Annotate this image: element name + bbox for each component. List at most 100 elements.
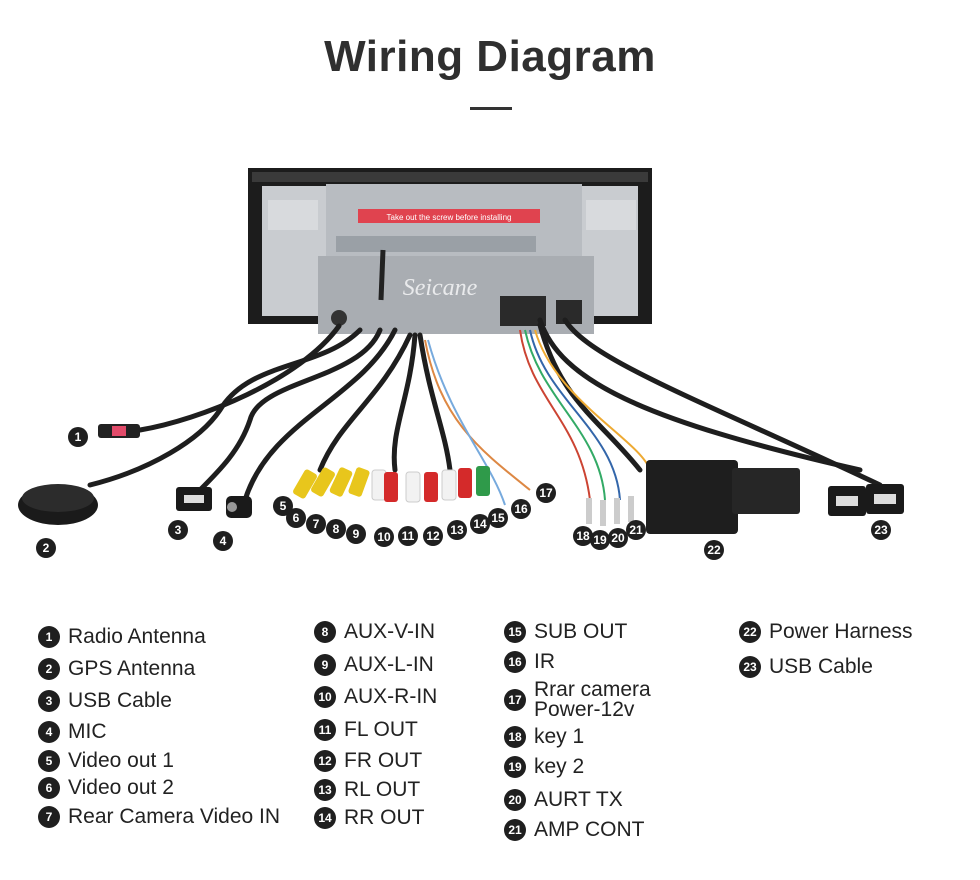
callout-19: 19 bbox=[590, 530, 610, 550]
legend-number-badge: 19 bbox=[504, 756, 526, 778]
legend-item-10: 10 AUX-R-IN bbox=[314, 686, 437, 708]
callout-number: 19 bbox=[593, 533, 607, 547]
legend-number-badge: 13 bbox=[314, 779, 336, 801]
callout-number: 13 bbox=[450, 523, 464, 537]
callout-5: 5 bbox=[273, 496, 293, 516]
legend-number-badge: 3 bbox=[38, 690, 60, 712]
callout-number: 10 bbox=[377, 530, 391, 544]
legend-number-badge: 18 bbox=[504, 726, 526, 748]
legend-label: USB Cable bbox=[769, 655, 873, 678]
legend-number-badge: 6 bbox=[38, 777, 60, 799]
legend-number-badge: 20 bbox=[504, 789, 526, 811]
callout-number: 18 bbox=[576, 529, 590, 543]
legend-label: AUX-V-IN bbox=[344, 620, 436, 643]
callout-number: 21 bbox=[629, 523, 643, 537]
cables bbox=[87, 317, 883, 503]
callout-16: 16 bbox=[511, 499, 531, 519]
watermark-text: Seicane bbox=[403, 275, 478, 301]
legend-item-23: 23 USB Cable bbox=[739, 656, 873, 678]
callout-23: 23 bbox=[871, 520, 891, 540]
legend-item-9: 9 AUX-L-IN bbox=[314, 654, 434, 676]
legend-number-badge: 16 bbox=[504, 651, 526, 673]
legend-number-badge: 17 bbox=[504, 689, 526, 711]
legend-label: GPS Antenna bbox=[68, 657, 196, 680]
wiring-illustration: Take out the screw before installing Sei… bbox=[18, 168, 904, 560]
legend-label: FR OUT bbox=[344, 749, 423, 772]
legend-item-11: 11 FL OUT bbox=[314, 719, 418, 741]
warning-sticker bbox=[358, 209, 540, 223]
callout-number: 9 bbox=[353, 527, 360, 541]
callout-number: 5 bbox=[280, 499, 287, 513]
legend-number-badge: 1 bbox=[38, 626, 60, 648]
legend-item-14: 14 RR OUT bbox=[314, 807, 425, 829]
legend-label: AMP CONT bbox=[534, 818, 645, 841]
head-unit: Take out the screw before installing Sei… bbox=[248, 168, 652, 334]
callout-number: 20 bbox=[611, 531, 625, 545]
legend-label: SUB OUT bbox=[534, 620, 628, 643]
legend-label: AUX-L-IN bbox=[344, 653, 434, 676]
legend-number-badge: 23 bbox=[739, 656, 761, 678]
legend-label: FL OUT bbox=[344, 718, 418, 741]
callout-number: 3 bbox=[175, 523, 182, 537]
legend-label: AURT TX bbox=[534, 788, 623, 811]
harness-wires bbox=[424, 329, 651, 506]
callout-number: 7 bbox=[313, 517, 320, 531]
legend-label: Radio Antenna bbox=[68, 625, 206, 648]
callout-number: 4 bbox=[220, 534, 227, 548]
legend-item-20: 20 AURT TX bbox=[504, 789, 623, 811]
callout-15: 15 bbox=[488, 508, 508, 528]
callout-22: 22 bbox=[704, 540, 724, 560]
callout-4: 4 bbox=[213, 531, 233, 551]
legend-label: key 2 bbox=[534, 755, 585, 778]
legend-item-21: 21 AMP CONT bbox=[504, 819, 644, 841]
legend-item-2: 2 GPS Antenna bbox=[38, 658, 195, 680]
callout-number: 17 bbox=[539, 486, 553, 500]
legend-number-badge: 14 bbox=[314, 807, 336, 829]
legend-number-badge: 11 bbox=[314, 719, 336, 741]
legend-number-badge: 21 bbox=[504, 819, 526, 841]
page-title: Wiring Diagram bbox=[324, 32, 656, 81]
callout-12: 12 bbox=[423, 526, 443, 546]
legend-label: AUX-R-IN bbox=[344, 685, 438, 708]
legend-label: USB Cable bbox=[68, 689, 172, 712]
legend-number-badge: 2 bbox=[38, 658, 60, 680]
legend-label: Rrar camera Power-12v bbox=[534, 678, 651, 721]
legend-label: Rear Camera Video IN bbox=[68, 805, 281, 828]
legend-label: Video out 2 bbox=[68, 776, 174, 799]
legend-item-7: 7 Rear Camera Video IN bbox=[38, 806, 280, 828]
legend-number-badge: 10 bbox=[314, 686, 336, 708]
legend-label: key 1 bbox=[534, 725, 585, 748]
callout-7: 7 bbox=[306, 514, 326, 534]
callout-number: 6 bbox=[293, 511, 300, 525]
callout-number: 11 bbox=[402, 529, 415, 543]
sticker-text: Take out the screw before installing bbox=[387, 213, 512, 222]
callout-20: 20 bbox=[608, 528, 628, 548]
callout-18: 18 bbox=[573, 526, 593, 546]
legend-number-badge: 22 bbox=[739, 621, 761, 643]
callout-number: 22 bbox=[707, 543, 721, 557]
legend-item-1: 1 Radio Antenna bbox=[38, 626, 206, 648]
callout-number: 8 bbox=[333, 522, 340, 536]
legend-label: RR OUT bbox=[344, 806, 425, 829]
legend-number-badge: 8 bbox=[314, 621, 336, 643]
legend-number-badge: 15 bbox=[504, 621, 526, 643]
callout-1: 1 bbox=[68, 427, 88, 447]
legend-label: RL OUT bbox=[344, 778, 421, 801]
callout-3: 3 bbox=[168, 520, 188, 540]
callout-14: 14 bbox=[470, 514, 490, 534]
callout-2: 2 bbox=[36, 538, 56, 558]
callout-11: 11 bbox=[398, 526, 418, 546]
legend-item-15: 15 SUB OUT bbox=[504, 621, 627, 643]
legend-item-8: 8 AUX-V-IN bbox=[314, 621, 435, 643]
callout-13: 13 bbox=[447, 520, 467, 540]
callout-6: 6 bbox=[286, 508, 306, 528]
callout-number: 16 bbox=[514, 502, 528, 516]
legend-item-3: 3 USB Cable bbox=[38, 690, 172, 712]
legend-number-badge: 9 bbox=[314, 654, 336, 676]
legend-item-19: 19 key 2 bbox=[504, 756, 584, 778]
legend-number-badge: 7 bbox=[38, 806, 60, 828]
